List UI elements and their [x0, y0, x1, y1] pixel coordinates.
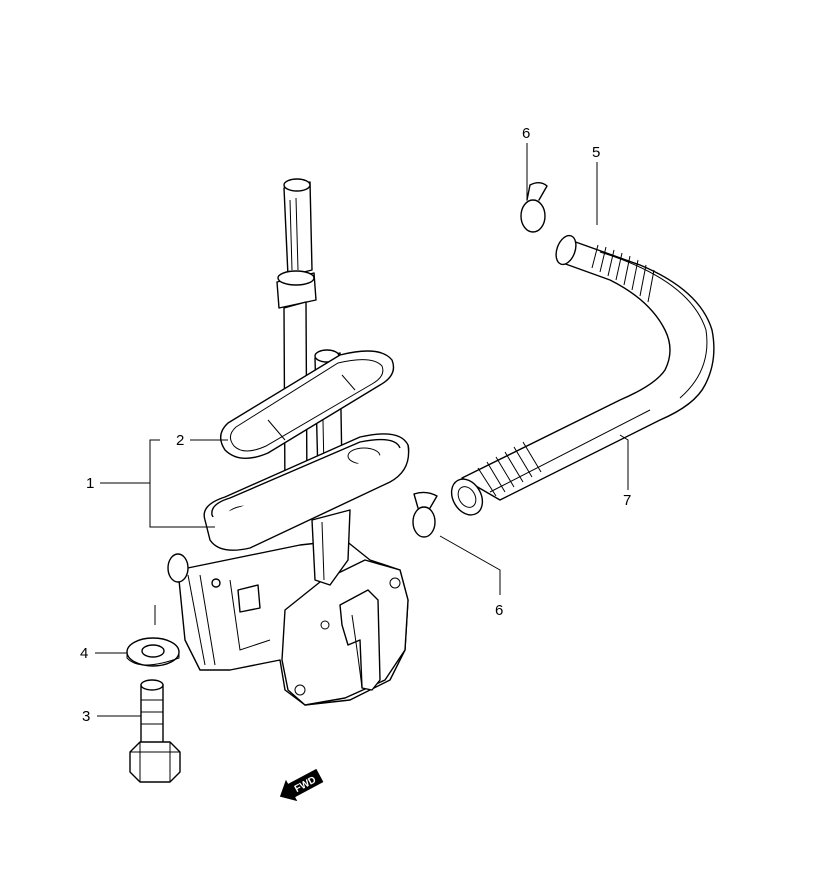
callout-part-5: 5	[592, 144, 600, 161]
callout-part-6-bottom: 6	[495, 602, 503, 619]
hose-clip-bottom	[412, 491, 438, 538]
hose-ribs-top	[591, 244, 655, 303]
callout-part-4: 4	[80, 645, 88, 662]
washer	[126, 637, 180, 667]
fuel-hose	[450, 234, 715, 516]
fuel-cock-assembly	[167, 178, 410, 706]
callout-part-6-top: 6	[522, 125, 530, 142]
hose-ribs-bottom	[477, 441, 542, 497]
callout-part-2: 2	[176, 432, 184, 449]
callout-part-1: 1	[86, 475, 94, 492]
hose-clip-top	[520, 182, 548, 233]
leader-lines	[95, 143, 629, 717]
callout-part-7: 7	[623, 492, 631, 509]
fwd-arrow-icon: FWD	[279, 768, 324, 802]
fwd-label: FWD	[293, 775, 318, 795]
gasket	[220, 350, 395, 459]
callout-part-3: 3	[82, 708, 90, 725]
bolt	[129, 679, 181, 783]
callout-numbers: 1 2 3 4 5 6 6 7	[80, 125, 631, 725]
